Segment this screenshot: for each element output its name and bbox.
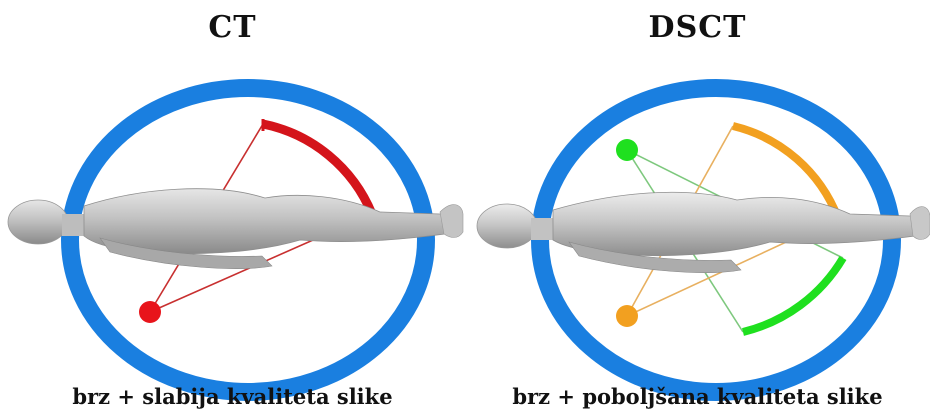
ct-diagram [0, 0, 465, 413]
dsct-panel: DSCT [465, 0, 930, 413]
x-ray-source [139, 301, 161, 323]
detector-arc-b [743, 258, 843, 332]
dsct-caption: brz + poboljšana kvaliteta slike [465, 384, 930, 409]
x-ray-source-a [616, 139, 638, 161]
dsct-diagram [465, 0, 930, 413]
ct-caption: brz + slabija kvaliteta slike [0, 384, 465, 409]
x-ray-source-b [616, 305, 638, 327]
ct-panel: CT [0, 0, 465, 413]
